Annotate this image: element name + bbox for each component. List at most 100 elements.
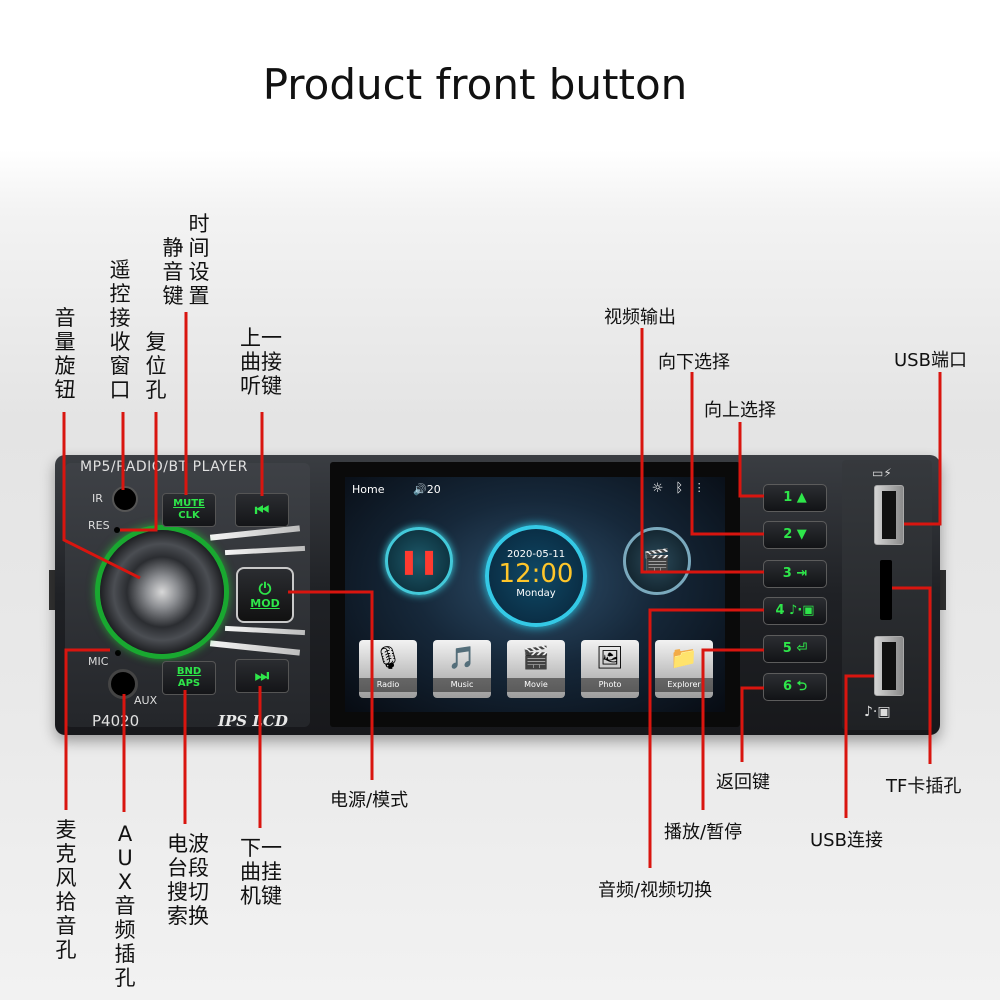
callout-mic [64, 648, 110, 810]
label-tf-slot: TF卡插孔 [886, 776, 962, 797]
radio-icon: 🎙 [374, 646, 402, 671]
volume-knob[interactable] [100, 530, 224, 654]
callout-usb-connect [844, 674, 874, 818]
folder-icon: 📁 [670, 646, 698, 671]
home-label[interactable]: Home [352, 483, 385, 496]
pause-icon: ❚❚ [398, 547, 440, 575]
label-time-set: 时间设置 [188, 212, 210, 308]
app-label: Music [433, 678, 491, 692]
aps-label: APS [177, 678, 201, 689]
callout-video-out [640, 328, 764, 574]
label-reset-hole: 复位孔 [145, 330, 167, 402]
next-track-hangup-button[interactable]: ⏭ [235, 659, 289, 693]
model-number: P4020 [92, 712, 140, 730]
status-bar: Home 🔊20 ☼ᛒ⫶ [345, 477, 725, 503]
battery-icon: ▭⚡ [872, 466, 892, 480]
callout-play [701, 648, 764, 810]
clock-time: 12:00 [498, 559, 574, 589]
label-remote-window: 遥控接收窗口 [109, 258, 131, 402]
button-4-av-switch[interactable]: 4 ♪·▣ [763, 597, 827, 625]
mute-label: MUTE [173, 498, 205, 509]
power-icon: ⏻ [258, 578, 272, 598]
volume-indicator: 🔊20 [413, 483, 441, 496]
speaker-icon: 🔊 [413, 483, 427, 496]
label-up-select: 向上选择 [704, 400, 776, 421]
ir-label: IR [92, 492, 103, 505]
power-mode-button[interactable]: ⏻ MOD [236, 567, 294, 623]
band-aps-button[interactable]: BND APS [162, 661, 216, 695]
brightness-icon[interactable]: ☼ [651, 481, 676, 496]
app-photo[interactable]: 🖼 Photo [581, 640, 639, 698]
button-2-down[interactable]: 2 ▼ [763, 521, 827, 549]
callout-down [690, 372, 764, 536]
label-usb-port: USB端口 [894, 350, 967, 371]
volume-value: 20 [426, 483, 441, 496]
res-label: RES [88, 519, 110, 532]
usb-slot [882, 642, 896, 690]
next-hangup-icon: ⏭ [254, 666, 270, 685]
music-icon: 🎵 [448, 646, 476, 671]
app-label: Movie [507, 678, 565, 692]
label-av-switch: 音频/视频切换 [598, 880, 713, 901]
ir-receiver [112, 486, 138, 512]
video-thumbnail-icon: 🎬 [643, 548, 671, 574]
clock-date: 2020-05-11 [506, 549, 566, 560]
app-label: Explorer [655, 678, 713, 692]
usb-port-bottom[interactable] [874, 636, 904, 696]
photo-icon: 🖼 [596, 646, 624, 671]
mic-label: MIC [88, 655, 109, 668]
clk-label: CLK [178, 510, 200, 521]
callout-back [740, 686, 764, 762]
app-music[interactable]: 🎵 Music [433, 640, 491, 698]
clock-weekday: Monday [516, 588, 556, 599]
ips-lcd-label: IPS LCD [218, 712, 288, 730]
usb-slot [882, 491, 896, 539]
status-icons: ☼ᛒ⫶ [652, 481, 715, 496]
music-usb-icon: ♪·▣ [864, 704, 891, 720]
bluetooth-icon[interactable]: ᛒ [675, 481, 696, 496]
label-prev-track: 上一曲接听键 [240, 326, 282, 398]
app-movie[interactable]: 🎬 Movie [507, 640, 565, 698]
clock-widget[interactable]: 2020-05-11 12:00 Monday [485, 525, 587, 627]
label-mute: 静音键 [162, 236, 184, 308]
bnd-label: BND [176, 666, 202, 677]
video-widget[interactable]: 🎬 [623, 527, 691, 595]
usb-port-top[interactable] [874, 485, 904, 545]
callout-power [288, 590, 374, 780]
callout-res [120, 412, 158, 532]
button-5-play-pause[interactable]: 5 ⏎ [763, 635, 827, 663]
button-3-video-out[interactable]: 3 ⇥ [763, 560, 827, 588]
display-screen: Home 🔊20 ☼ᛒ⫶ ❚❚ 2020-05-11 12:00 Monday … [345, 477, 725, 712]
callout-volume [62, 412, 141, 580]
reset-hole[interactable] [114, 527, 120, 533]
label-volume-knob: 音量旋钮 [54, 306, 76, 402]
label-next-track: 下一曲挂机键 [240, 836, 282, 908]
button-1-up[interactable]: 1 ▲ [763, 484, 827, 512]
pause-button[interactable]: ❚❚ [385, 527, 453, 595]
label-back-key: 返回键 [716, 772, 770, 793]
equalizer-icon[interactable]: ⫶ [695, 481, 715, 496]
label-mic-hole: 麦克风拾音孔 [55, 818, 77, 962]
app-radio[interactable]: 🎙Radio [359, 640, 417, 698]
aux-label: AUX [134, 694, 158, 707]
tf-card-slot[interactable] [880, 560, 892, 620]
microphone-hole [115, 650, 121, 656]
app-label: Photo [581, 678, 639, 692]
movie-icon: 🎬 [522, 646, 550, 671]
callout-av [648, 608, 764, 868]
callout-usb-port [904, 372, 942, 526]
prev-track-answer-button[interactable]: ⏮ [235, 493, 289, 527]
mute-clk-button[interactable]: MUTE CLK [162, 493, 216, 527]
prev-answer-icon: ⏮ [254, 500, 270, 519]
page-title: Product front button [262, 60, 688, 109]
label-down-select: 向下选择 [658, 352, 730, 373]
label-band-search: 电波台段搜切索换 [167, 832, 209, 928]
label-play-pause: 播放/暂停 [664, 822, 743, 843]
device-side-tab-left [49, 570, 55, 610]
device-side-tab-right [940, 570, 946, 610]
callout-up [738, 422, 764, 498]
label-aux-jack: AUX音频插孔 [114, 822, 136, 990]
label-usb-connect: USB连接 [810, 830, 883, 851]
button-6-back[interactable]: 6 ⮌ [763, 673, 827, 701]
